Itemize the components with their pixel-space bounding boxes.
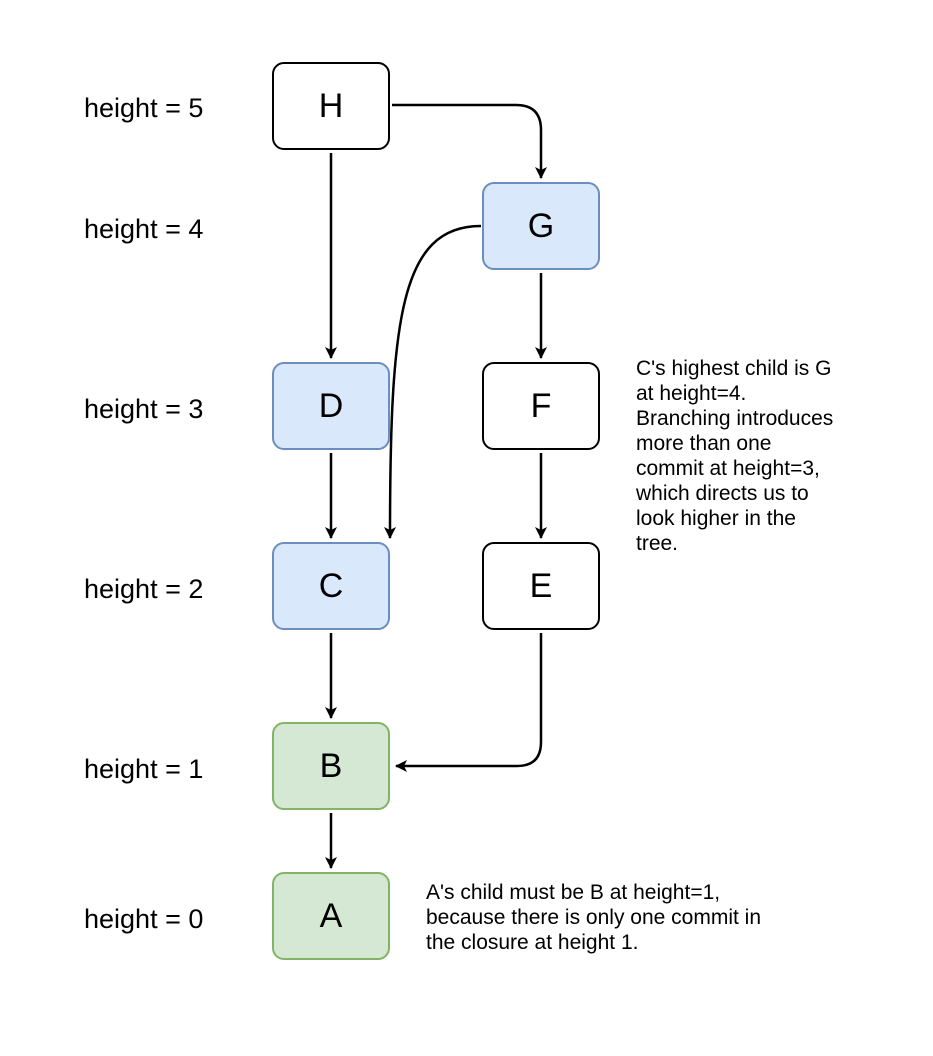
edge-g-c: [384, 224, 482, 539]
commit-node-h: H: [272, 62, 390, 150]
height-label-1: height = 1: [84, 754, 204, 784]
edge-h-g: [392, 103, 547, 179]
commit-node-a: A: [272, 872, 390, 960]
commit-node-e: E: [482, 542, 600, 630]
height-label-5: height = 5: [84, 93, 204, 123]
height-label-0: height = 0: [84, 904, 204, 934]
commit-node-d: D: [272, 362, 390, 450]
edge-e-b: [395, 633, 543, 772]
commit-node-g: G: [482, 182, 600, 270]
commit-node-b: B: [272, 722, 390, 810]
height-label-2: height = 2: [84, 574, 204, 604]
commit-node-c: C: [272, 542, 390, 630]
commit-node-f: F: [482, 362, 600, 450]
note-c-highest-child: C's highest child is G at height=4. Bran…: [636, 357, 834, 555]
height-label-3: height = 3: [84, 394, 204, 424]
height-label-4: height = 4: [84, 214, 204, 244]
note-a-child: A's child must be B at height=1, because…: [426, 881, 762, 954]
